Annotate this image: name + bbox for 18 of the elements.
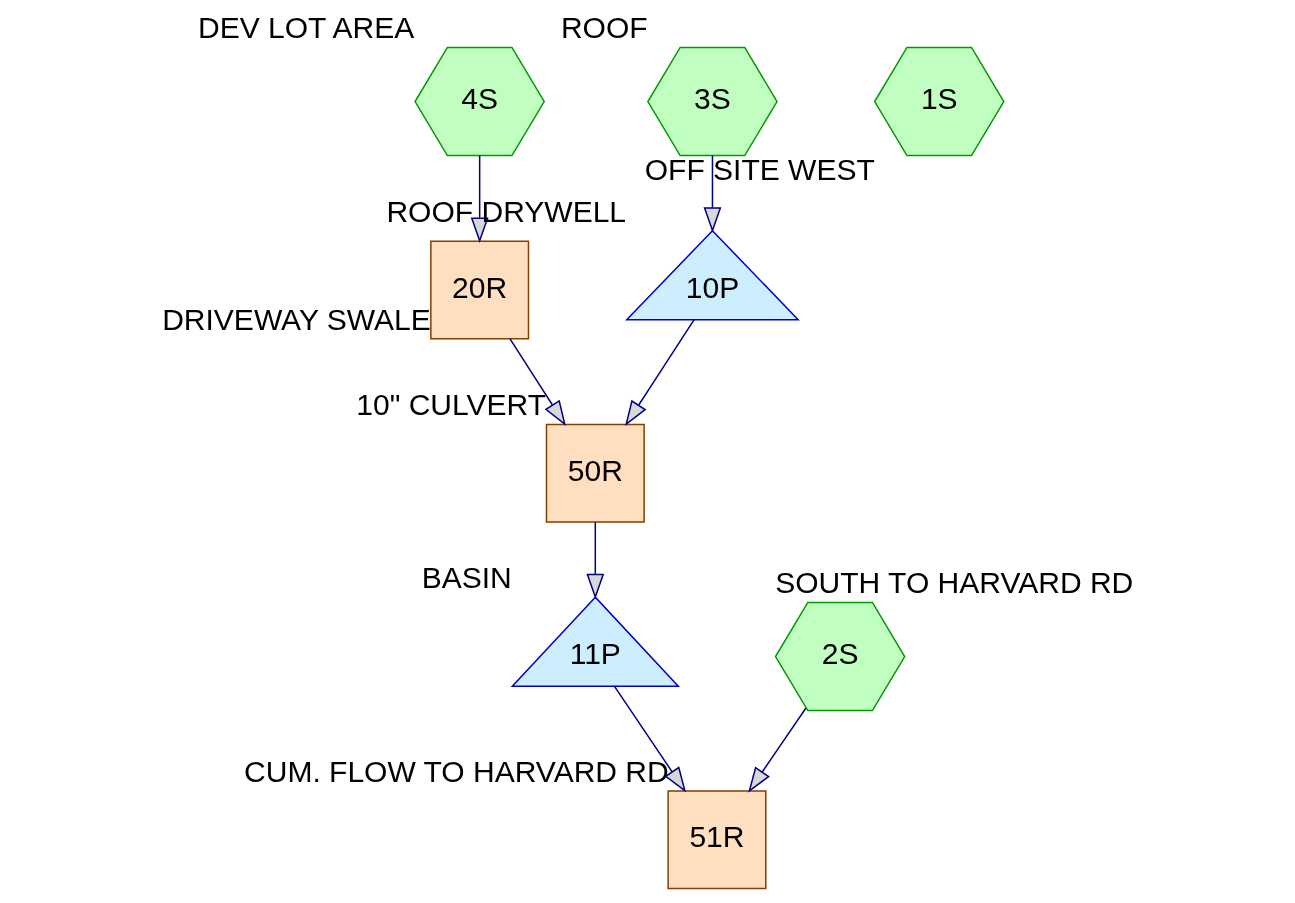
- node-box: 50R: [545, 423, 645, 523]
- node-label: SOUTH TO HARVARD RD: [775, 566, 1134, 600]
- node-box: 51R: [667, 790, 767, 890]
- node-label: 10" CULVERT: [356, 388, 546, 422]
- arrow: [748, 707, 807, 793]
- node-box: 20R: [430, 240, 530, 340]
- arrow: [625, 318, 695, 427]
- node-label: ROOF DRYWELL: [386, 194, 627, 228]
- node-label: DEV LOT AREA: [198, 11, 415, 45]
- node-label: ROOF: [560, 11, 648, 45]
- node-label: DRIVEWAY SWALE: [162, 302, 431, 336]
- arrow: [470, 154, 489, 244]
- node-label: CUM. FLOW TO HARVARD RD: [244, 754, 669, 788]
- arrow: [613, 685, 687, 793]
- arrow: [703, 154, 722, 233]
- node-label: BASIN: [421, 561, 512, 595]
- arrow: [586, 521, 605, 600]
- arrow: [509, 338, 566, 427]
